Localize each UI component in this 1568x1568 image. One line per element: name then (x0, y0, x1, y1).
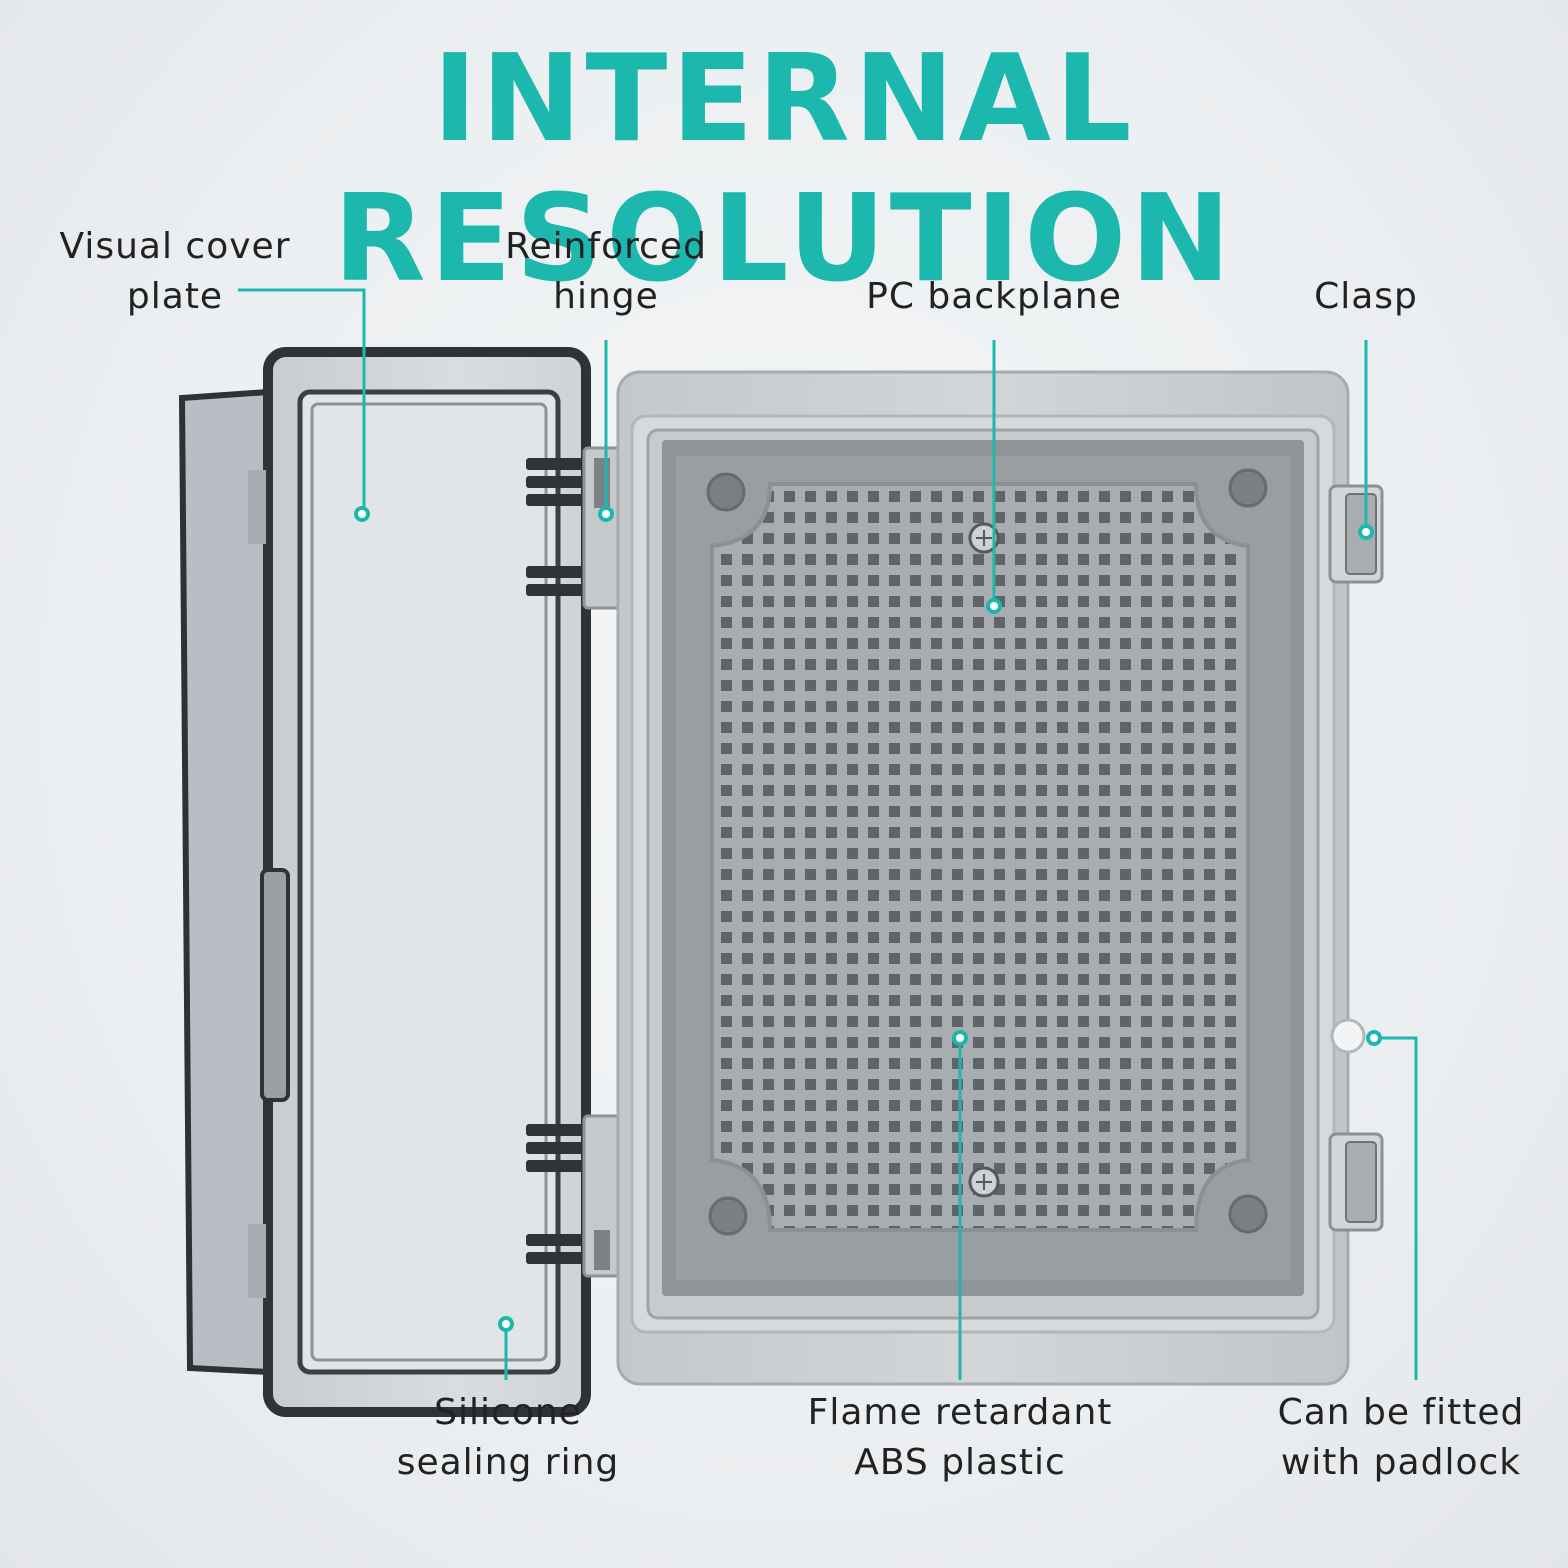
label-line: plate (126, 276, 224, 317)
page-title: INTERNAL RESOLUTION (333, 30, 1235, 309)
label-pc-backplane: PC backplane (844, 272, 1144, 322)
label-line: Can be fitted (1277, 1392, 1525, 1433)
clasp (1328, 484, 1384, 1232)
label-line: Flame retardant (807, 1392, 1113, 1433)
callout-dots (354, 506, 1382, 1332)
label-clasp: Clasp (1286, 272, 1446, 322)
label-line: PC backplane (866, 276, 1122, 317)
reinforced-hinge (582, 446, 622, 1278)
label-line: Clasp (1314, 276, 1418, 317)
cover-hinge-knuckles (526, 458, 584, 1264)
label-visual-cover-plate: Visual cover plate (40, 222, 310, 322)
mounting-bosses (706, 468, 1268, 1236)
callout-leaders (238, 288, 1418, 1380)
label-padlock: Can be fitted with padlock (1256, 1388, 1546, 1488)
label-line: Reinforced (505, 226, 707, 267)
label-flame-retardant-abs: Flame retardant ABS plastic (790, 1388, 1130, 1488)
label-reinforced-hinge: Reinforced hinge (486, 222, 726, 322)
label-line: sealing ring (396, 1442, 620, 1483)
pc-backplane (710, 482, 1250, 1232)
label-line: hinge (553, 276, 659, 317)
label-line: with padlock (1280, 1442, 1522, 1483)
label-line: Visual cover (59, 226, 291, 267)
label-silicone-sealing-ring: Silicone sealing ring (376, 1388, 640, 1488)
label-line: Silicone (434, 1392, 582, 1433)
label-line: ABS plastic (854, 1442, 1066, 1483)
visual-cover-plate (178, 347, 591, 1417)
